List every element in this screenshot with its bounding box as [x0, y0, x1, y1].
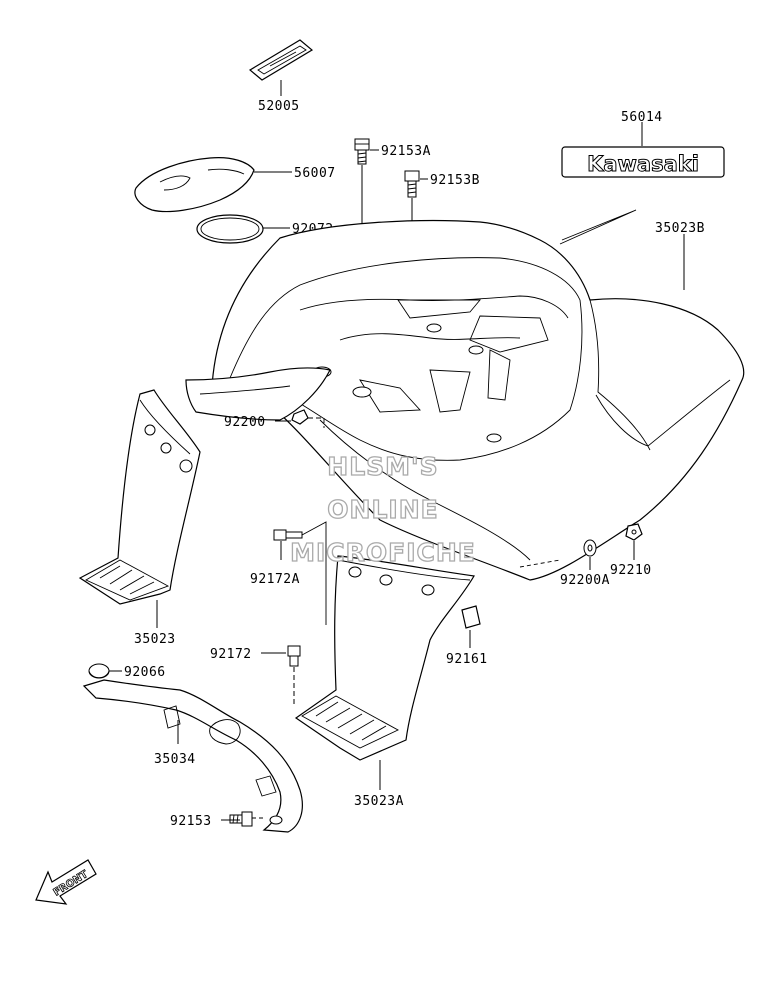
watermark-line-1: HLSM'S	[327, 452, 438, 481]
label-92210: 92210	[610, 563, 652, 578]
bolt-92153A-icon	[354, 138, 370, 165]
watermark-line-3: MICROFICHE	[290, 538, 476, 567]
label-92153A: 92153A	[381, 144, 431, 159]
nut-92200-icon	[291, 409, 309, 425]
label-92172A: 92172A	[250, 572, 300, 587]
washer-92200A-icon	[583, 539, 597, 557]
label-35023A: 35023A	[354, 794, 404, 809]
label-92200A: 92200A	[560, 573, 610, 588]
label-56014: 56014	[621, 110, 663, 125]
label-92200: 92200	[224, 415, 266, 430]
part-52005-pad	[248, 39, 314, 81]
kawasaki-logo-text: Kawasaki	[587, 152, 699, 176]
part-35023A-right-flap	[294, 555, 475, 761]
label-35034: 35034	[154, 752, 196, 767]
label-92153B: 92153B	[430, 173, 480, 188]
part-35023-left-flap	[78, 389, 201, 605]
watermark: HLSM'S ONLINE MICROFICHE	[289, 451, 476, 567]
label-92066: 92066	[124, 665, 166, 680]
label-56007: 56007	[294, 166, 336, 181]
part-92072-ring	[196, 214, 264, 244]
cap-92066-icon	[88, 663, 110, 679]
part-56014-kawasaki-decal: Kawasaki	[561, 146, 725, 178]
bolt-92153-icon	[229, 811, 253, 827]
part-35023B-rear-fender	[185, 209, 745, 581]
part-56007-cover	[134, 157, 255, 213]
part-92161-pad	[461, 605, 481, 629]
part-35034-bracket	[82, 679, 303, 833]
label-92161: 92161	[446, 652, 488, 667]
label-92153: 92153	[170, 814, 212, 829]
label-35023: 35023	[134, 632, 176, 647]
label-35023B: 35023B	[655, 221, 705, 236]
label-92172: 92172	[210, 647, 252, 662]
front-arrow-icon: FRONT	[35, 859, 97, 905]
nut-92210-icon	[625, 523, 643, 541]
label-52005: 52005	[258, 99, 300, 114]
bolt-92153B-icon	[404, 170, 420, 198]
screw-92172-icon	[287, 645, 301, 667]
watermark-line-2: ONLINE	[327, 495, 438, 524]
